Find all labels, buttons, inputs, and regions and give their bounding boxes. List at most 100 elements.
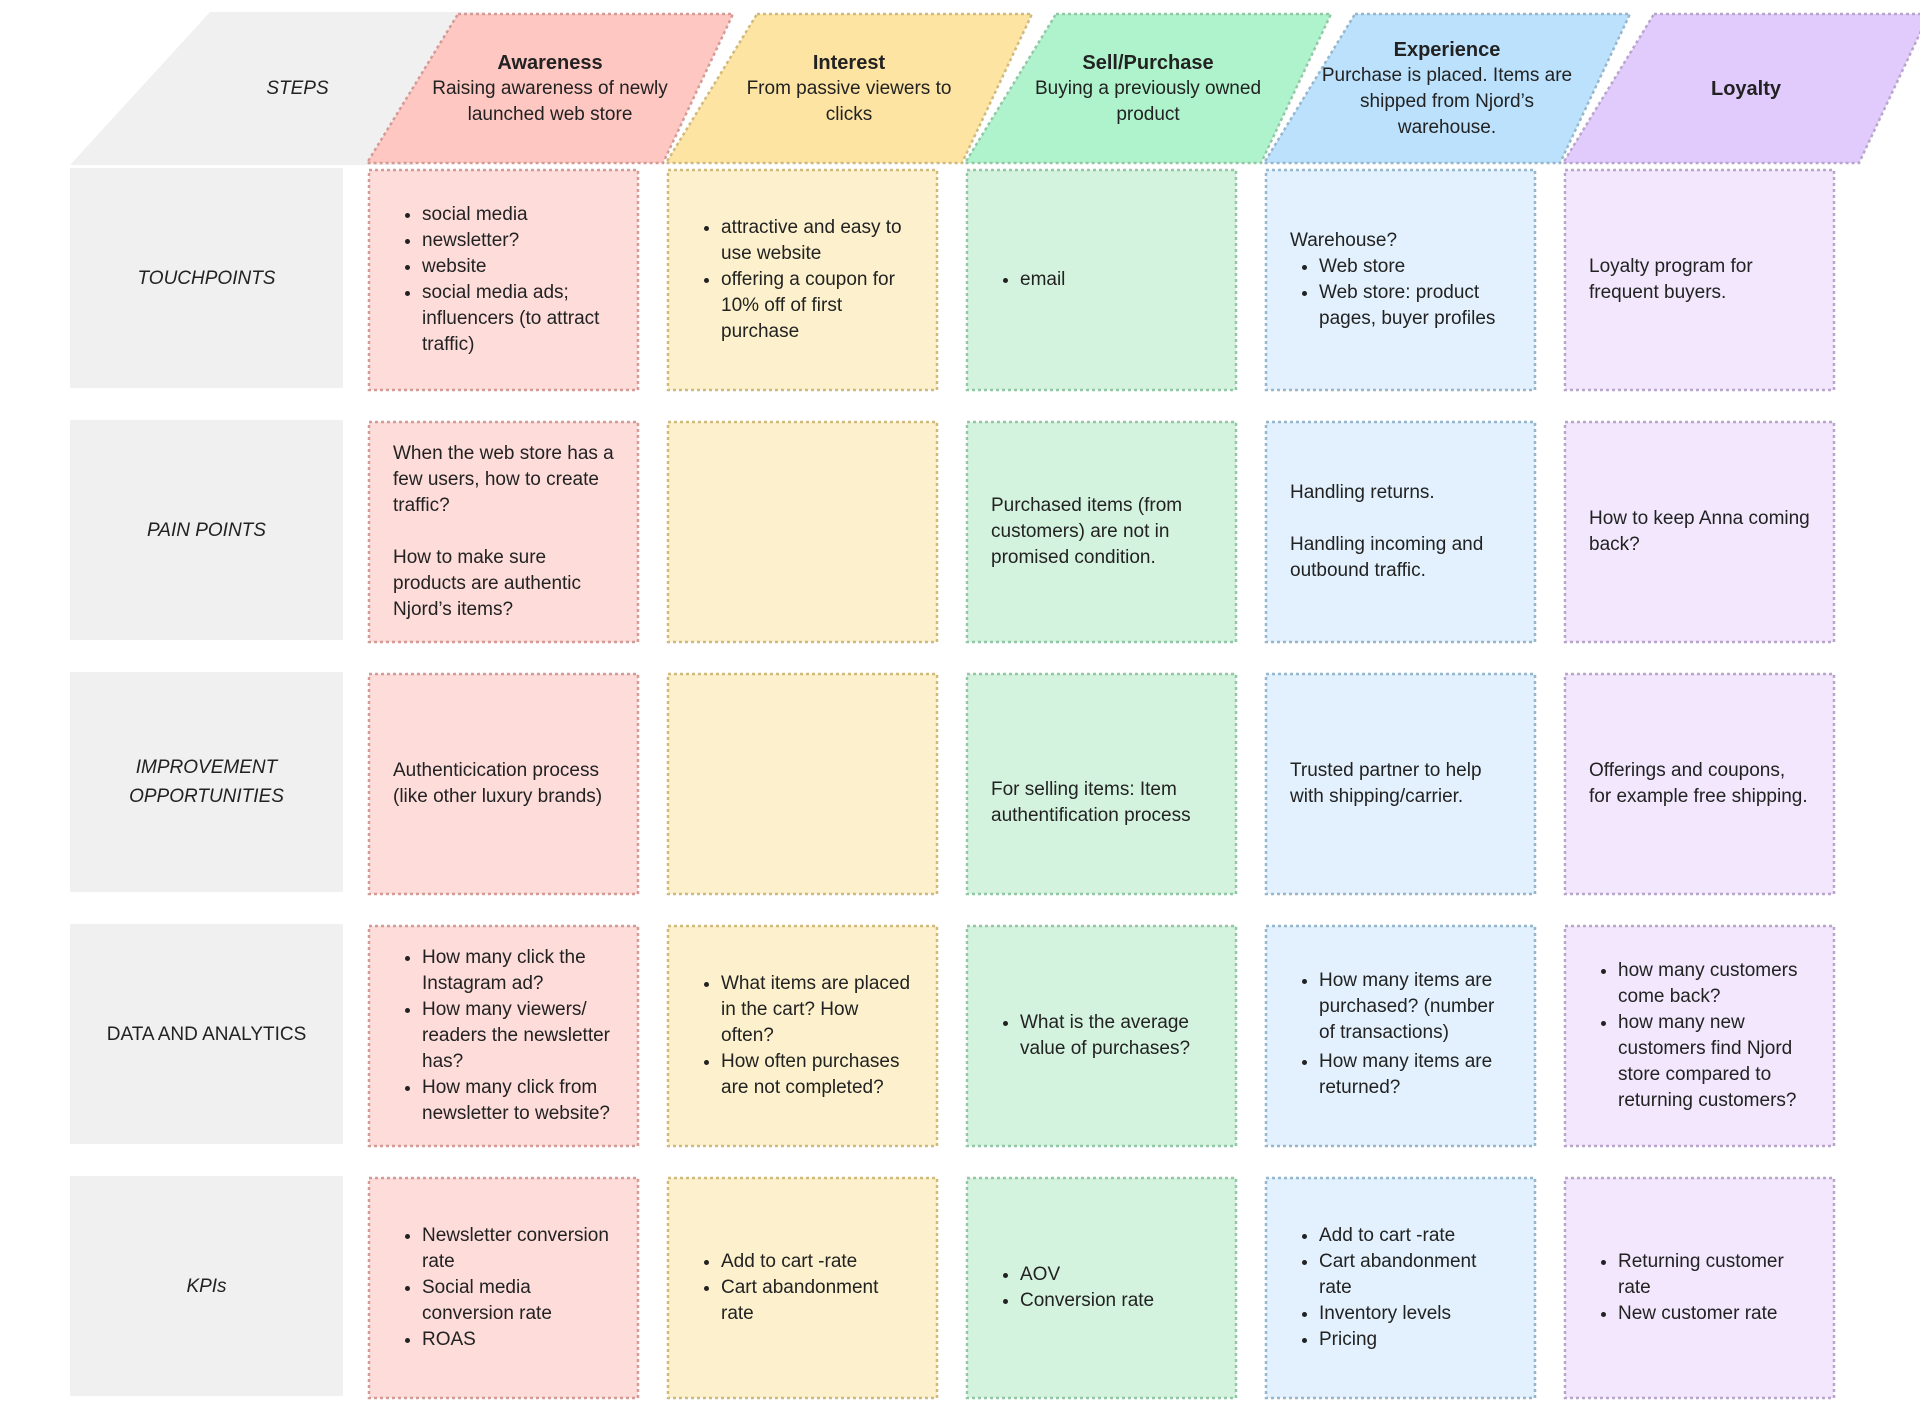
row-label-1-outline [70,420,343,640]
bullet-list: Newsletter conversion rateSocial media c… [393,1223,614,1353]
bullet-item: social media [422,202,614,228]
cell-r3-c3-shape [1264,924,1537,1148]
stage-title: Interest [812,51,886,74]
row-label-1-content: PAIN POINTS [70,420,343,640]
cell-r1-c1 [666,420,939,644]
cell-r1-c3-shape [1264,420,1537,644]
cell-r4-c0-shape [367,1176,640,1400]
bullet-item: ROAS [422,1327,614,1353]
cell-r2-c3-outline [1264,672,1537,896]
bullet-item: Inventory levels [1319,1301,1511,1327]
bullet-list: Web storeWeb store: product pages, buyer… [1290,254,1511,332]
cell-r1-c3-outline [1264,420,1537,644]
cell-r3-c1-shape [666,924,939,1148]
cell-r4-c4-shape [1563,1176,1836,1400]
row-label-1: PAIN POINTS [70,420,343,640]
bullet-item: Pricing [1319,1327,1511,1353]
bullet-item: How many items are returned? [1319,1049,1511,1101]
bullet-list: How many click the Instagram ad?How many… [393,945,614,1127]
row-label-3-content: DATA AND ANALYTICS [70,924,343,1144]
cell-r4-c2-content: AOVConversion rate [965,1176,1238,1400]
cell-r1-c1-content [666,420,939,644]
stage-header-4-shape [1560,12,1920,165]
cell-r2-c4-shape [1563,672,1836,896]
row-label-1-shape [70,420,343,640]
cell-r1-c0-content: When the web store has a few users, how … [367,420,640,644]
cell-r4-c1-shape [666,1176,939,1400]
stage-header-2-shape [962,12,1333,165]
cell-r1-c0-shape [367,420,640,644]
cell-r2-c4-content: Offerings and coupons, for example free … [1563,672,1836,896]
cell-r0-c3: Warehouse?Web storeWeb store: product pa… [1264,168,1537,392]
steps-header: STEPS [70,12,485,165]
bullet-item: What is the average value of purchases? [1020,1010,1212,1062]
cell-r1-c3-content: Handling returns. Handling incoming and … [1264,420,1537,644]
steps-header-content: STEPS [70,12,485,165]
bullet-list: What is the average value of purchases? [991,1010,1212,1062]
cell-text: Trusted partner to help with shipping/ca… [1290,760,1482,807]
bullet-item: newsletter? [422,228,614,254]
stage-title: Experience [1393,38,1501,61]
cell-r4-c0: Newsletter conversion rateSocial media c… [367,1176,640,1400]
cell-text: For selling items: Item authentification… [991,779,1191,826]
cell-r0-c2-outline [965,168,1238,392]
cell-r1-c0-outline [367,420,640,644]
cell-r2-c1 [666,672,939,896]
cell-r0-c3-content: Warehouse?Web storeWeb store: product pa… [1264,168,1537,392]
cell-r0-c0-content: social medianewsletter?websitesocial med… [367,168,640,392]
bullet-item: website [422,254,614,280]
stage-header-2-outline [962,12,1333,165]
cell-r3-c2-outline [965,924,1238,1148]
row-label-0-outline [70,168,343,388]
bullet-list: Add to cart -rateCart abandonment rateIn… [1290,1223,1511,1353]
cell-r2-c0-content: Authenticication process (like other lux… [367,672,640,896]
cell-r4-c1-content: Add to cart -rateCart abandonment rate [666,1176,939,1400]
cell-r0-c1-content: attractive and easy to use websiteofferi… [666,168,939,392]
row-label-0-content: TOUCHPOINTS [70,168,343,388]
cell-r4-c4: Returning customer rateNew customer rate [1563,1176,1836,1400]
cell-r2-c4-outline [1563,672,1836,896]
stage-header-1-outline [663,12,1034,165]
cell-r1-c3: Handling returns. Handling incoming and … [1264,420,1537,644]
cell-r4-c3-shape [1264,1176,1537,1400]
cell-r4-c1: Add to cart -rateCart abandonment rate [666,1176,939,1400]
bullet-item: How many items are purchased? (number of… [1319,968,1511,1046]
cell-r2-c2: For selling items: Item authentification… [965,672,1238,896]
row-label-4-shape [70,1176,343,1396]
cell-r0-c4: Loyalty program for frequent buyers. [1563,168,1836,392]
bullet-item: AOV [1020,1262,1212,1288]
row-label-0-shape [70,168,343,388]
stage-title: Awareness [497,51,603,74]
row-label-2: IMPROVEMENT OPPORTUNITIES [70,672,343,892]
bullet-item: Cart abandonment rate [721,1275,913,1327]
cell-r3-c3: How many items are purchased? (number of… [1264,924,1537,1148]
cell-r3-c0: How many click the Instagram ad?How many… [367,924,640,1148]
cell-r2-c2-content: For selling items: Item authentification… [965,672,1238,896]
cell-r0-c0: social medianewsletter?websitesocial med… [367,168,640,392]
cell-r3-c2: What is the average value of purchases? [965,924,1238,1148]
cell-r0-c3-shape [1264,168,1537,392]
bullet-item: Conversion rate [1020,1288,1212,1314]
cell-r4-c0-content: Newsletter conversion rateSocial media c… [367,1176,640,1400]
bullet-item: how many customers come back? [1618,958,1810,1010]
row-label: DATA AND ANALYTICS [106,1023,307,1045]
bullet-list: Add to cart -rateCart abandonment rate [692,1249,913,1327]
row-label-3-shape [70,924,343,1144]
cell-text: How to keep Anna coming back? [1589,508,1810,555]
cell-r0-c4-content: Loyalty program for frequent buyers. [1563,168,1836,392]
bullet-item: New customer rate [1618,1301,1810,1327]
bullet-item: Add to cart -rate [1319,1223,1511,1249]
cell-r3-c1-outline [666,924,939,1148]
cell-r4-c4-outline [1563,1176,1836,1400]
cell-r3-c2-shape [965,924,1238,1148]
cell-r0-c0-outline [367,168,640,392]
row-label-3: DATA AND ANALYTICS [70,924,343,1144]
cell-r0-c1-outline [666,168,939,392]
stage-description: Raising awareness of newly launched web … [432,77,668,125]
cell-r2-c2-shape [965,672,1238,896]
